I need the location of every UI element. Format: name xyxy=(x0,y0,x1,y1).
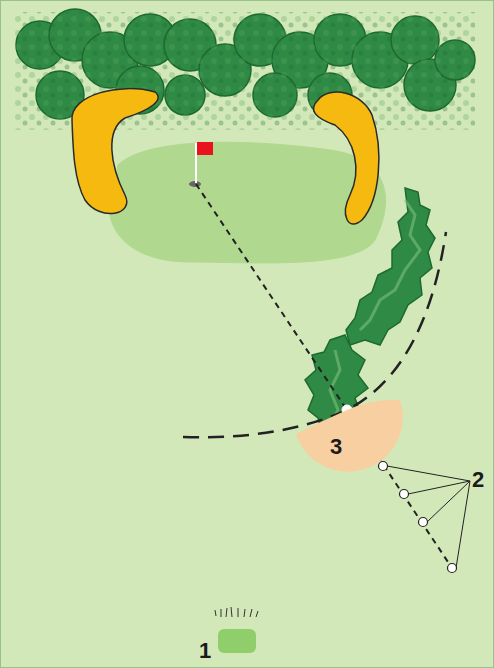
leader-line xyxy=(427,481,470,522)
callout-number: 1 xyxy=(199,640,211,662)
tee-box xyxy=(218,629,256,653)
bunker xyxy=(313,92,378,224)
drop-zone-shape xyxy=(292,352,404,468)
drop-zone-fill xyxy=(296,400,403,472)
ball-position xyxy=(419,518,428,527)
drop-zone: 3 xyxy=(292,352,404,468)
callout-number: 3 xyxy=(330,436,342,458)
bunker xyxy=(72,89,158,214)
leader-line xyxy=(408,481,470,494)
shrub-strip xyxy=(305,188,435,440)
flag xyxy=(197,142,213,155)
flag-pole xyxy=(195,143,197,183)
leader-line xyxy=(456,481,470,568)
distance-arc xyxy=(183,232,446,437)
grass-tuft xyxy=(215,607,258,617)
ball-position xyxy=(400,490,409,499)
ball-position xyxy=(379,462,388,471)
line-to-hole xyxy=(196,184,347,410)
ball-position xyxy=(448,564,457,573)
callout-number: 2 xyxy=(472,469,484,491)
putting-green xyxy=(109,142,385,263)
leader-line xyxy=(387,466,470,481)
